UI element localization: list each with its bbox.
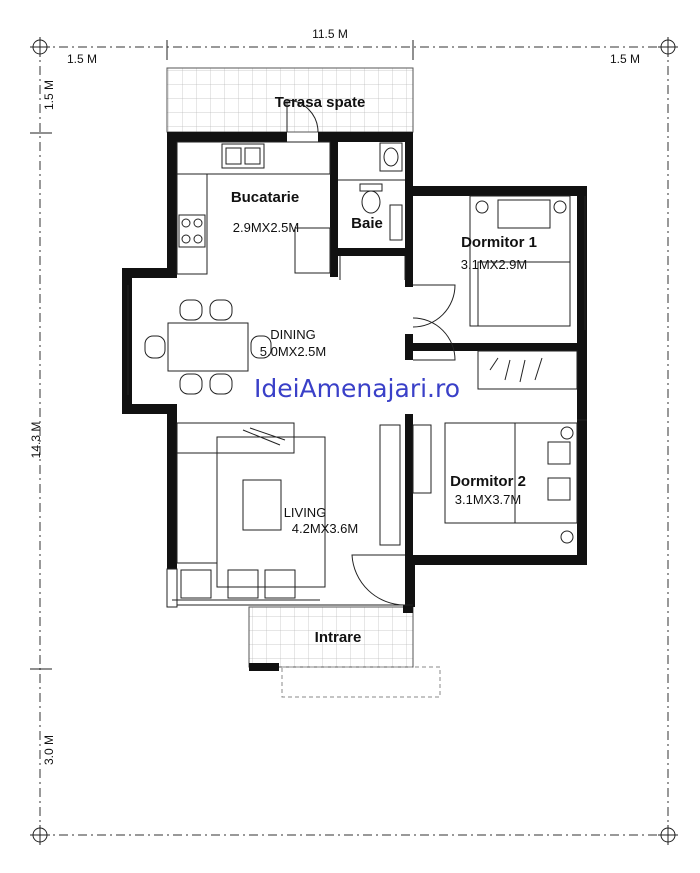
dim-left-bottom: 3.0 M — [42, 735, 56, 765]
room-label-bucatarie: Bucatarie — [231, 189, 299, 206]
room-label-living: LIVING — [284, 505, 327, 520]
thin-walls — [127, 179, 587, 608]
toilet-icon — [359, 183, 383, 214]
bed-icon-dormitor-1 — [469, 195, 571, 327]
room-label-terasa: Terasa spate — [275, 94, 366, 111]
room-label-baie: Baie — [351, 215, 383, 232]
room-label-dormitor-1: Dormitor 1 — [461, 234, 537, 251]
room-size-bucatarie: 2.9MX2.5M — [233, 220, 299, 235]
dim-top-total: 11.5 M — [312, 27, 348, 41]
bed-icon-dormitor-2 — [412, 422, 578, 544]
bathroom-fixtures — [359, 142, 403, 241]
kitchen-fixtures — [176, 141, 331, 275]
room-size-dining: 5.0MX2.5M — [260, 344, 326, 359]
sofa-icon — [176, 422, 295, 564]
sink-icon — [379, 142, 403, 172]
dining-table-icon — [144, 299, 272, 395]
grid-marker-bottom-left — [30, 825, 50, 845]
entrance-step — [281, 666, 441, 698]
grid-marker-bottom-right — [658, 825, 678, 845]
dim-left-total: 14.3 M — [29, 422, 43, 459]
dimension-lines — [30, 37, 678, 845]
entrance-paving — [248, 606, 414, 668]
room-size-dormitor-1: 3.1MX2.9M — [461, 257, 527, 272]
room-label-dormitor-2: Dormitor 2 — [450, 473, 526, 490]
grid-marker-top-right — [658, 37, 678, 57]
room-label-dining: DINING — [270, 327, 316, 342]
doors — [286, 99, 456, 606]
room-size-dormitor-2: 3.1MX3.7M — [455, 492, 521, 507]
walls — [122, 132, 587, 671]
watermark-text: IdeiAmenajari.ro — [254, 374, 460, 403]
dim-top-right: 1.5 M — [610, 52, 640, 66]
wardrobe-icon — [477, 350, 578, 390]
living-furniture — [180, 424, 401, 599]
dim-left-top: 1.5 M — [42, 80, 56, 110]
stove-icon — [178, 214, 206, 248]
dim-top-left: 1.5 M — [67, 52, 97, 66]
room-size-living: 4.2MX3.6M — [292, 521, 358, 536]
room-label-intrare: Intrare — [315, 629, 362, 646]
grid-marker-top-left — [30, 37, 50, 57]
